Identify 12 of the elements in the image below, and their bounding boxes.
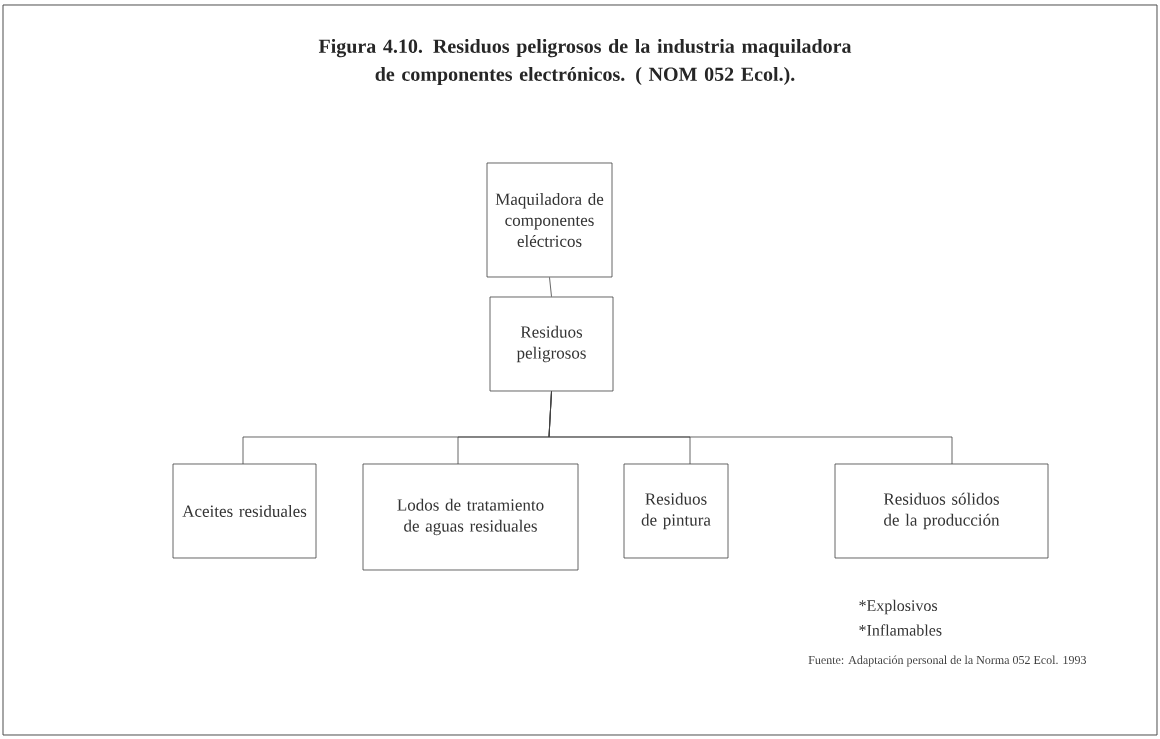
process-box: Residuos sólidos de la producción [834, 463, 1049, 559]
process-box: Maquiladora de componentes eléctricos [486, 162, 613, 278]
connector [548, 391, 953, 465]
note: *Inflamables [859, 624, 942, 636]
process-box: Lodos de tratamiento de aguas residuales [362, 463, 579, 571]
source-note: Fuente: Adaptación personal de la Norma 052 Ecol. 1993 [808, 655, 1086, 667]
process-box: Residuos de pintura [623, 463, 729, 559]
connector [549, 277, 552, 297]
process-box: Residuos peligrosos [489, 296, 614, 392]
note: *Explosivos [859, 599, 938, 615]
title: Figura 4.10. Residuos peligrosos de la industria maquiladora de componentes electrónicos. ( NOM 052 Ecol.). [318, 38, 852, 86]
process-box: Aceites residuales [172, 463, 317, 559]
